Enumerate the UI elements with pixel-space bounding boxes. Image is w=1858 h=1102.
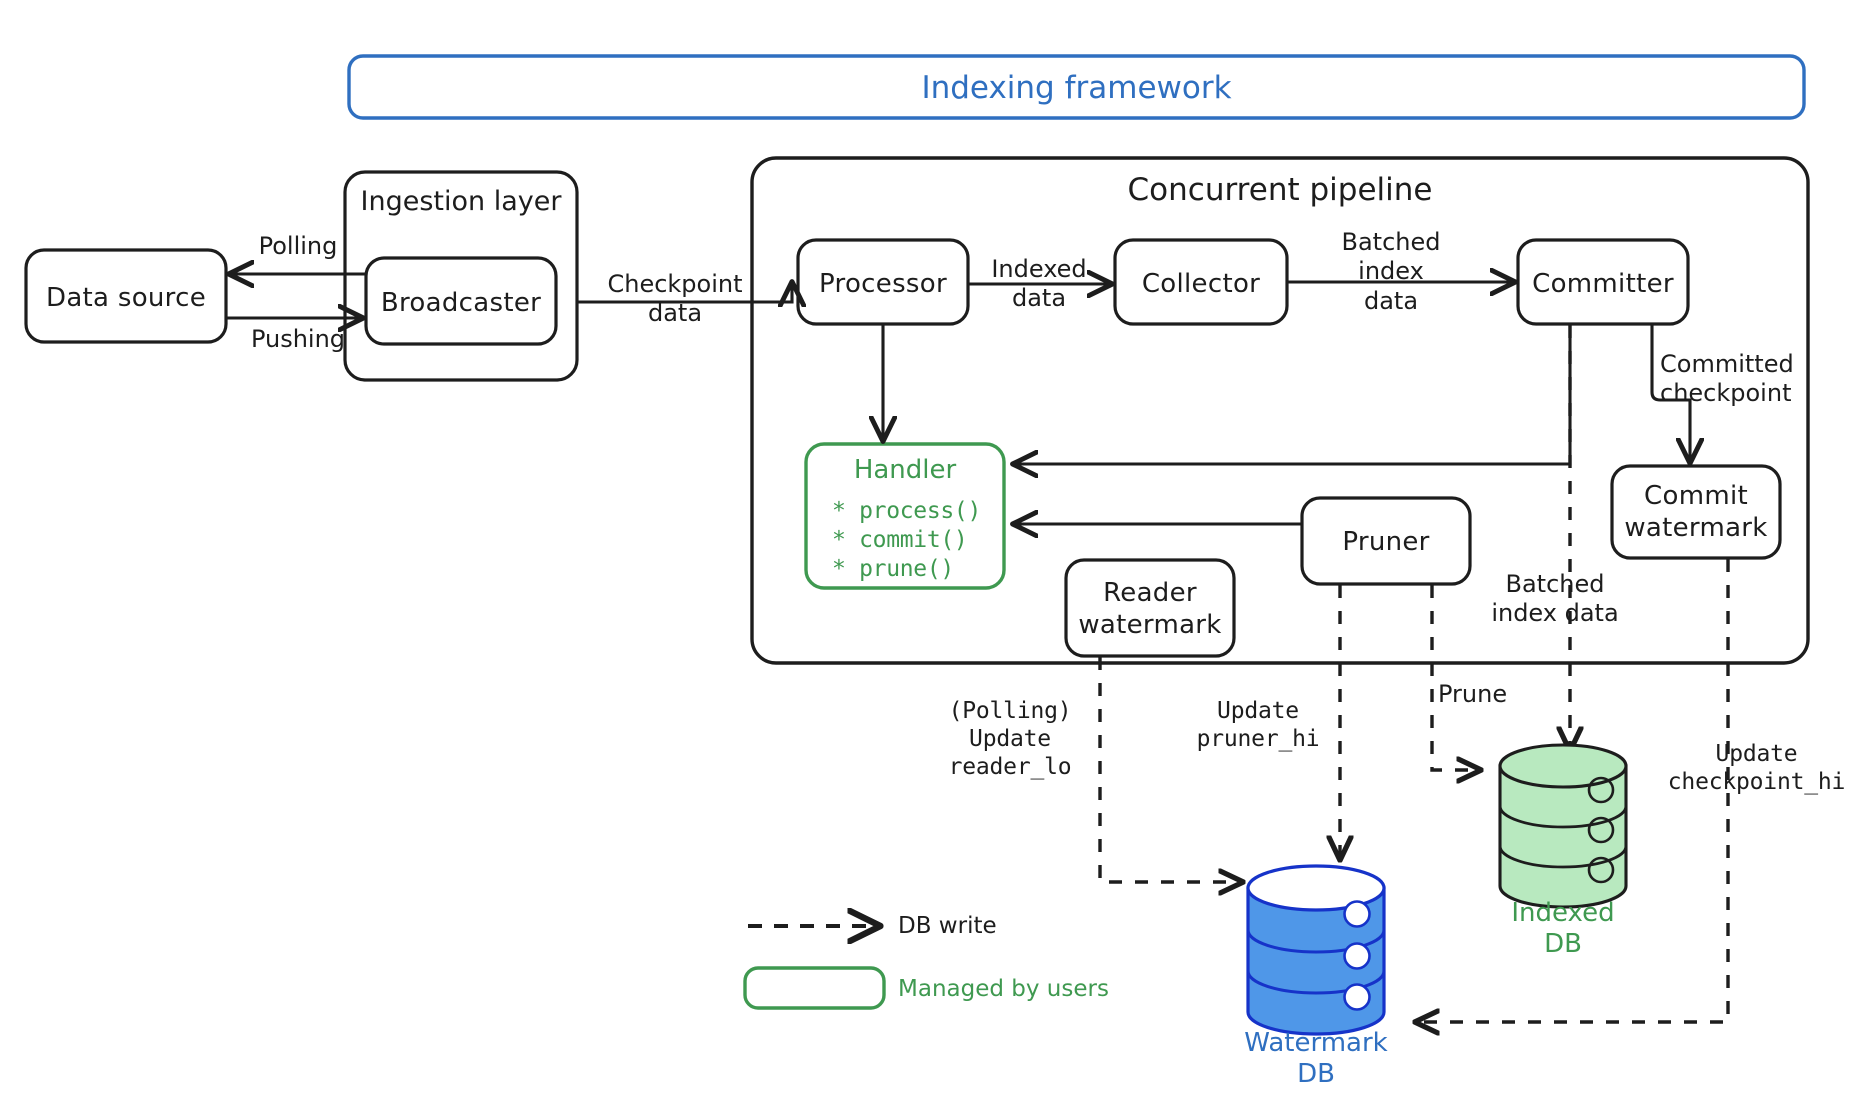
node-handler-box[interactable] — [804, 442, 1006, 590]
edge-checkpoint-data — [577, 285, 792, 302]
edge-committer-to-handler — [1016, 325, 1572, 464]
database-indexed-db[interactable] — [1498, 743, 1628, 909]
node-data-source-box[interactable] — [24, 248, 228, 344]
node-collector-box[interactable] — [1113, 238, 1289, 326]
edge-update-reader-lo — [1098, 657, 1240, 882]
node-reader-watermark-box[interactable] — [1064, 558, 1236, 658]
node-broadcaster-box[interactable] — [364, 256, 558, 346]
group-indexing-framework-border — [347, 54, 1806, 120]
node-pruner-box[interactable] — [1300, 496, 1472, 586]
group-concurrent-pipeline-border — [750, 156, 1810, 665]
group-ingestion-layer-border — [343, 170, 579, 382]
database-watermark-db[interactable] — [1246, 864, 1386, 1036]
legend-green-box-icon — [743, 966, 886, 1010]
edge-prune — [1430, 585, 1478, 770]
node-processor-box[interactable] — [796, 238, 970, 326]
node-committer-box[interactable] — [1516, 238, 1690, 326]
node-commit-watermark-box[interactable] — [1610, 464, 1782, 560]
edge-committed-checkpoint — [1650, 325, 1690, 460]
